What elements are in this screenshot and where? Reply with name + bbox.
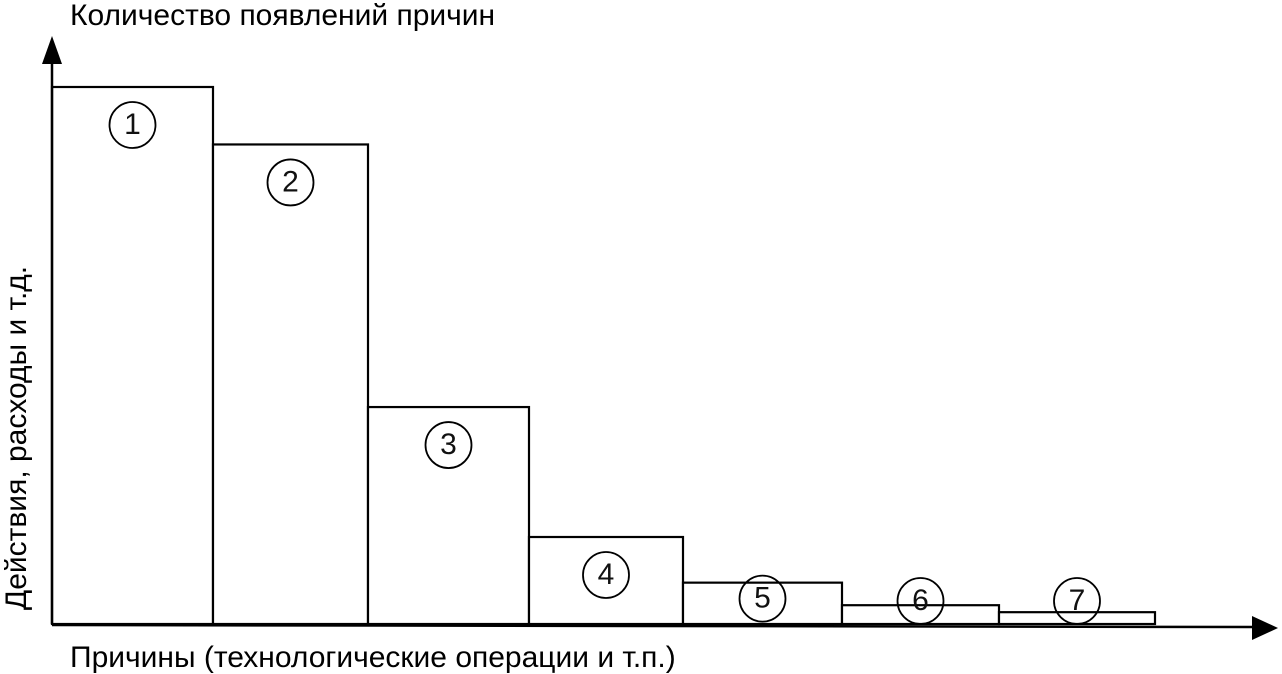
- category-marker-6: [896, 577, 945, 625]
- bar-2: [211, 143, 370, 626]
- category-label-2: 2: [282, 165, 299, 198]
- category-marker-7: [1053, 577, 1101, 625]
- y-axis-label: Действия, расходы и т.д.: [0, 266, 33, 610]
- bars-layer: 1 2 3 4 5 6 7: [50, 85, 1157, 626]
- category-marker-1: [108, 101, 157, 149]
- x-axis-arrow-icon: [1252, 616, 1278, 640]
- category-label-5: 5: [754, 582, 771, 615]
- y-axis-arrow-icon: [42, 36, 62, 64]
- category-marker-2: [266, 158, 315, 207]
- category-marker-5: [738, 574, 787, 623]
- category-label-1: 1: [124, 108, 141, 141]
- category-label-4: 4: [598, 558, 615, 591]
- category-marker-3: [424, 421, 473, 469]
- category-label-6: 6: [912, 584, 929, 617]
- category-label-7: 7: [1069, 584, 1086, 617]
- x-axis-label: Причины (технологические операции и т.п.…: [70, 641, 676, 674]
- bar-3: [366, 405, 531, 626]
- chart-title: Количество появлений причин: [70, 0, 495, 32]
- category-label-3: 3: [440, 428, 457, 461]
- x-axis: [51, 623, 1253, 629]
- category-marker-4: [582, 551, 630, 599]
- bar-1: [50, 85, 215, 626]
- bar-5: [681, 581, 844, 626]
